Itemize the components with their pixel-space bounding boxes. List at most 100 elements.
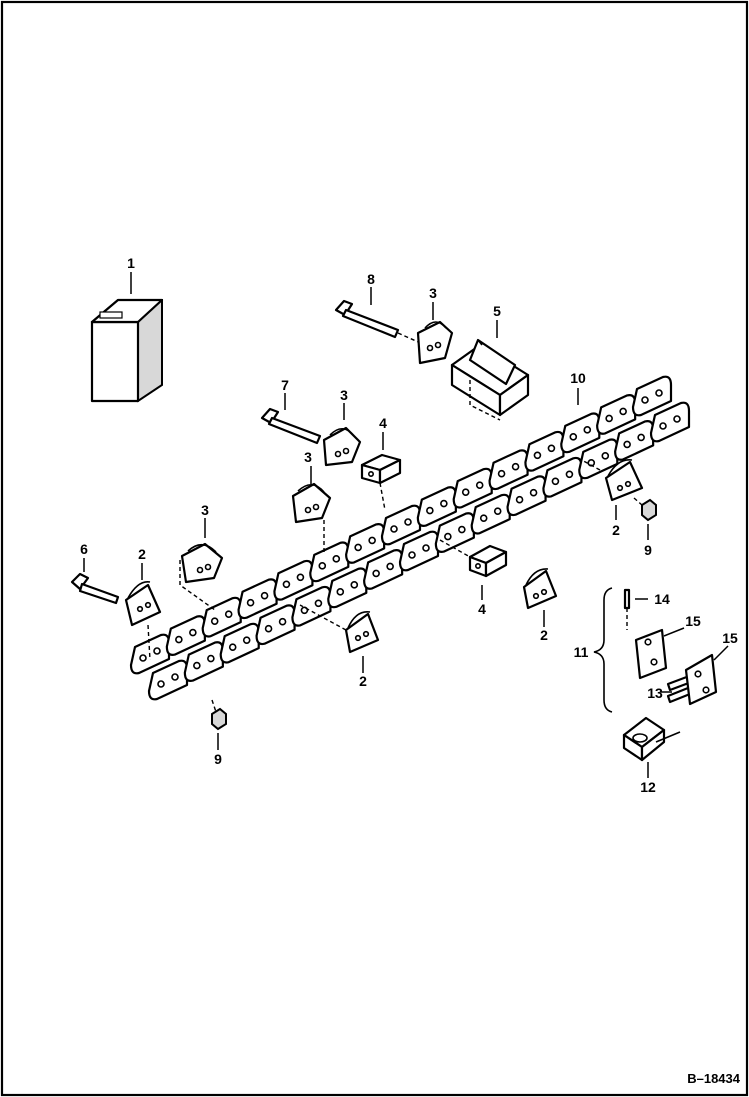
part-2-tooth-left [124, 581, 162, 627]
callout-8: 8 [367, 271, 375, 287]
chain-link-plate-front [649, 401, 691, 443]
part-8-bolt [334, 299, 426, 346]
chain-rivet [157, 680, 165, 688]
part-11-bracket [593, 587, 613, 713]
callout-2-left: 2 [138, 546, 146, 562]
part-3-cutter-top [416, 320, 454, 365]
chain-rivet [296, 573, 305, 582]
callout-11: 11 [574, 644, 589, 660]
callout-5: 5 [493, 303, 501, 319]
chain-rivet [350, 581, 359, 589]
chain-link-plate-front [398, 530, 440, 572]
chain-rivet [386, 562, 394, 571]
callout-9-left: 9 [214, 751, 222, 767]
chain-link-plate-back [524, 430, 565, 472]
chain-rivet [475, 481, 484, 489]
part-12-connecting-link [622, 716, 681, 762]
chain-rivet [551, 477, 560, 486]
callout-3-center: 3 [304, 449, 312, 465]
callout-1: 1 [127, 255, 135, 271]
chain-link-plate-back [488, 449, 529, 491]
chain-link-plate-back [596, 394, 637, 435]
chain-rivet [372, 569, 380, 578]
callout-9-right: 9 [644, 542, 652, 558]
part-2-tooth-right-high [604, 459, 644, 502]
part-1-box [90, 298, 164, 403]
chain-rivet [547, 444, 556, 453]
chain-rivet [336, 588, 345, 596]
part-9-nut-left [211, 707, 227, 731]
part-3-cutter-center [291, 482, 332, 524]
part-2-tooth-right-low [522, 568, 558, 610]
chain-rivet [655, 389, 663, 397]
chain-rivet [314, 599, 323, 608]
chain-rivet [318, 562, 327, 570]
chain-rivet [533, 451, 542, 460]
chain-link-plate-front [434, 512, 475, 553]
chain-link-plate-back [273, 559, 314, 601]
callout-7: 7 [281, 377, 289, 393]
chain-rivet [458, 525, 466, 534]
part-4-spacer-lower [468, 544, 508, 578]
chain-link-plate-front [327, 567, 368, 609]
chain-rivet [601, 452, 610, 460]
chain-link-plate-back [416, 486, 457, 527]
callout-4-lower: 4 [478, 601, 486, 617]
chain-rivet [175, 635, 183, 644]
callout-15-right: 15 [722, 630, 738, 646]
chain-rivet [210, 617, 219, 625]
chain-rivet [408, 551, 416, 559]
chain-rivet [242, 636, 251, 644]
chain-rivet [637, 433, 645, 442]
chain-rivet [264, 624, 273, 633]
chain-link-plate-back [201, 596, 242, 638]
chain-rivet [224, 610, 233, 618]
chain-link-plate-back [380, 504, 422, 546]
callout-10: 10 [570, 370, 586, 386]
chain-link-plate-front [363, 549, 404, 590]
chain-rivet [246, 598, 255, 607]
callout-2-center: 2 [359, 673, 367, 689]
chain-rivet [511, 462, 520, 471]
part-7-bolt [260, 407, 322, 445]
chain-rivet [404, 518, 412, 526]
chain-rivet [565, 470, 574, 479]
chain-link-plate-front [506, 475, 547, 517]
chain-rivet [440, 499, 448, 508]
chain-rivet [207, 654, 215, 663]
part-3-cutter-mid [322, 426, 362, 467]
chain-rivet [282, 580, 291, 589]
chain-rivet [479, 514, 488, 522]
chain-rivet [619, 407, 627, 416]
part-5-channel [450, 338, 530, 417]
part-15-plate-left [634, 628, 668, 680]
callout-3-top: 3 [429, 285, 437, 301]
chain-rivet [153, 647, 161, 655]
chain-rivet [332, 555, 341, 563]
chain-rivet [422, 544, 430, 552]
chain-rivet [659, 422, 667, 430]
chain-rivet [228, 643, 237, 651]
chain-rivet [139, 654, 147, 662]
part-14-pin [623, 588, 631, 630]
callout-14: 14 [654, 591, 670, 607]
callout-3-mid: 3 [340, 387, 348, 403]
chain-rivet [493, 507, 502, 515]
chain-rivet [515, 495, 524, 504]
chain-rivet [569, 433, 578, 441]
part-15-plate-right [684, 653, 718, 706]
chain-link-plate-back [237, 578, 278, 620]
chain-link-plate-front [147, 659, 189, 701]
chain-rivet [673, 415, 681, 423]
callout-2-right-low: 2 [540, 627, 548, 643]
part-6-bolt [70, 572, 120, 605]
chain-link-plate-back [309, 541, 350, 583]
part-10-chain [129, 375, 691, 701]
callout-12: 12 [640, 779, 656, 795]
chain-rivet [171, 673, 179, 681]
callout-3-left: 3 [201, 502, 209, 518]
chain-rivet [444, 532, 452, 541]
chain-rivet [605, 414, 613, 423]
chain-link-plate-front [542, 456, 583, 498]
